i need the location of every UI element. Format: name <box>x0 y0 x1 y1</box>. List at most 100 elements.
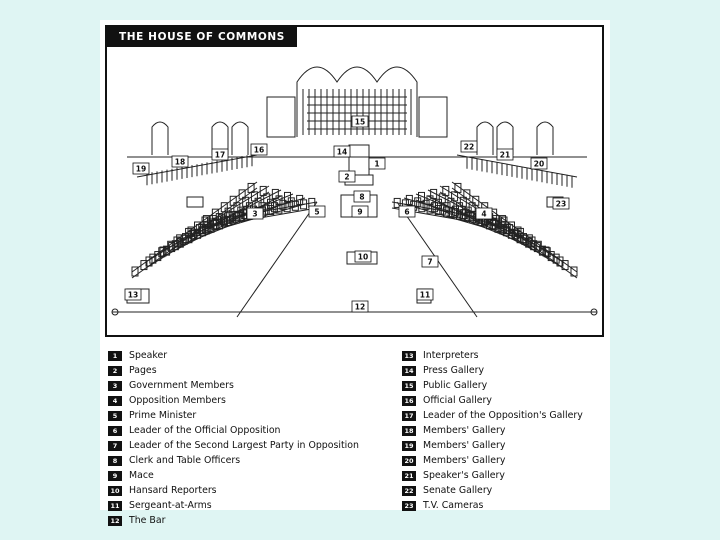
legend-item: 8 Clerk and Table Officers <box>108 453 400 468</box>
opposition-seat <box>430 188 438 199</box>
government-seat <box>284 191 291 202</box>
number-marker-text: 23 <box>556 200 566 209</box>
legend-label: Leader of the Second Largest Party in Op… <box>129 440 359 451</box>
number-marker-text: 8 <box>359 193 364 202</box>
number-marker-text: 14 <box>337 148 347 157</box>
opposition-seat <box>459 209 467 220</box>
wall-window-arch <box>211 121 229 155</box>
legend-number-badge: 18 <box>402 425 416 436</box>
diagram-number-marker: 7 <box>421 255 439 268</box>
number-marker-box <box>421 255 439 268</box>
government-seat <box>283 202 291 213</box>
wall-window-arch <box>536 121 554 155</box>
government-seat <box>250 191 258 202</box>
legend-label: Official Gallery <box>423 395 492 406</box>
diagram-number-marker: 12 <box>351 300 369 313</box>
number-marker-text: 13 <box>128 291 138 300</box>
government-seat <box>168 242 176 253</box>
legend-item: 17 Leader of the Opposition's Gallery <box>402 408 604 423</box>
number-marker-text: 10 <box>358 253 368 262</box>
legend-label: Leader of the Opposition's Gallery <box>423 410 583 421</box>
number-marker-box <box>416 288 434 301</box>
government-seat <box>217 213 225 224</box>
number-marker-box <box>475 207 493 220</box>
government-seat <box>145 256 153 267</box>
government-seat <box>229 195 237 206</box>
diagram-number-marker: 23 <box>552 197 570 210</box>
legend-number-badge: 7 <box>108 440 122 451</box>
side-gallery-window <box>418 96 448 138</box>
number-marker-box <box>354 250 372 263</box>
government-seat <box>202 224 210 235</box>
speaker-chair <box>348 144 370 176</box>
legend-label: Members' Gallery <box>423 425 506 436</box>
number-marker-text: 15 <box>355 118 365 127</box>
legend-number-badge: 2 <box>108 365 122 376</box>
legend-item: 13 Interpreters <box>402 348 604 363</box>
number-marker-text: 18 <box>175 158 185 167</box>
government-seat <box>220 202 228 213</box>
number-marker-text: 7 <box>427 258 432 267</box>
opposition-seat <box>439 204 447 215</box>
legend-number-badge: 20 <box>402 455 416 466</box>
legend-label: T.V. Cameras <box>423 500 484 511</box>
number-marker-text: 21 <box>500 151 510 160</box>
diagram-number-marker: 22 <box>460 140 478 153</box>
opposition-seat <box>451 191 459 202</box>
number-marker-text: 4 <box>481 210 486 219</box>
diagram-number-marker: 17 <box>211 148 229 161</box>
opposition-seat <box>467 210 475 221</box>
opposition-seat <box>393 197 401 208</box>
legend-number-badge: 21 <box>402 470 416 481</box>
government-seat <box>267 205 275 216</box>
government-seat <box>300 199 308 210</box>
number-marker-text: 3 <box>252 210 257 219</box>
number-marker-box <box>552 197 570 210</box>
number-marker-box <box>333 145 351 158</box>
diagram-number-marker: 11 <box>416 288 434 301</box>
legend-label: Clerk and Table Officers <box>129 455 241 466</box>
legend-label: Senate Gallery <box>423 485 493 496</box>
legend-number-badge: 17 <box>402 410 416 421</box>
number-marker-text: 9 <box>357 208 362 217</box>
opposition-seat <box>542 246 550 257</box>
opposition-seat <box>561 260 569 271</box>
legend-label: Speaker <box>129 350 168 361</box>
number-marker-box <box>171 155 189 168</box>
government-seat <box>234 210 242 221</box>
bar-post <box>590 308 598 316</box>
number-marker-text: 22 <box>464 143 474 152</box>
diagram-number-marker: 1 <box>368 157 386 170</box>
legend-label: Interpreters <box>423 350 479 361</box>
legend-label: Speaker's Gallery <box>423 470 505 481</box>
number-marker-text: 17 <box>215 151 225 160</box>
opposition-seat <box>499 224 507 235</box>
opposition-seat <box>533 242 541 253</box>
number-marker-box <box>368 157 386 170</box>
number-marker-text: 20 <box>534 160 544 169</box>
number-marker-text: 11 <box>420 291 430 300</box>
legend-number-badge: 8 <box>108 455 122 466</box>
legend-label: Leader of the Official Opposition <box>129 425 281 436</box>
opposition-seat <box>500 216 508 227</box>
legend-number-badge: 4 <box>108 395 122 406</box>
government-seat <box>263 193 271 204</box>
number-marker-box <box>132 162 150 175</box>
legend-number-badge: 13 <box>402 350 416 361</box>
diagram-number-marker: 2 <box>338 170 356 183</box>
legend-number-badge: 11 <box>108 500 122 511</box>
opposition-seat <box>459 196 467 207</box>
wall-window-arch <box>476 121 494 155</box>
opposition-seat <box>438 193 446 204</box>
